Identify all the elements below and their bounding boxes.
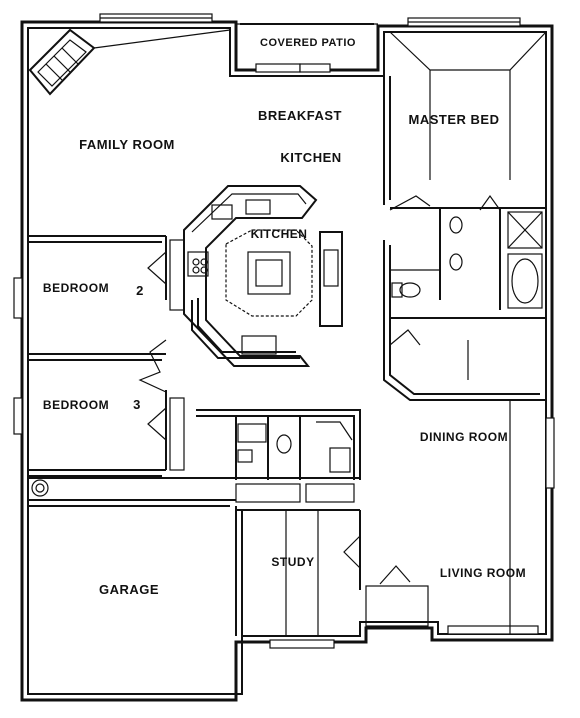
bedroom-2-number: 2 — [136, 283, 144, 298]
dining-room-label: DINING ROOM — [420, 430, 508, 444]
family-room-label: FAMILY ROOM — [79, 137, 175, 152]
kitchen-counters — [183, 185, 318, 367]
living-room-label: LIVING ROOM — [440, 566, 526, 580]
kitchen-island — [225, 229, 343, 327]
kitchen-island-label: KITCHEN — [251, 227, 308, 241]
breakfast-label: BREAKFAST — [258, 108, 342, 123]
room-labels: COVERED PATIO BREAKFAST KITCHEN FAMILY R… — [43, 37, 526, 597]
interior-walls — [28, 31, 547, 636]
covered-patio-label: COVERED PATIO — [260, 37, 356, 49]
garage-label: GARAGE — [99, 582, 159, 597]
windows — [13, 13, 555, 649]
study-label: STUDY — [271, 555, 314, 569]
fireplace-icon — [28, 28, 96, 96]
bedroom-3-label: BEDROOM — [43, 398, 109, 412]
master-bed-label: MASTER BED — [409, 112, 500, 127]
kitchen-upper-label: KITCHEN — [280, 150, 341, 165]
bedroom-3-number: 3 — [133, 397, 141, 412]
bedroom-2-label: BEDROOM — [43, 281, 109, 295]
